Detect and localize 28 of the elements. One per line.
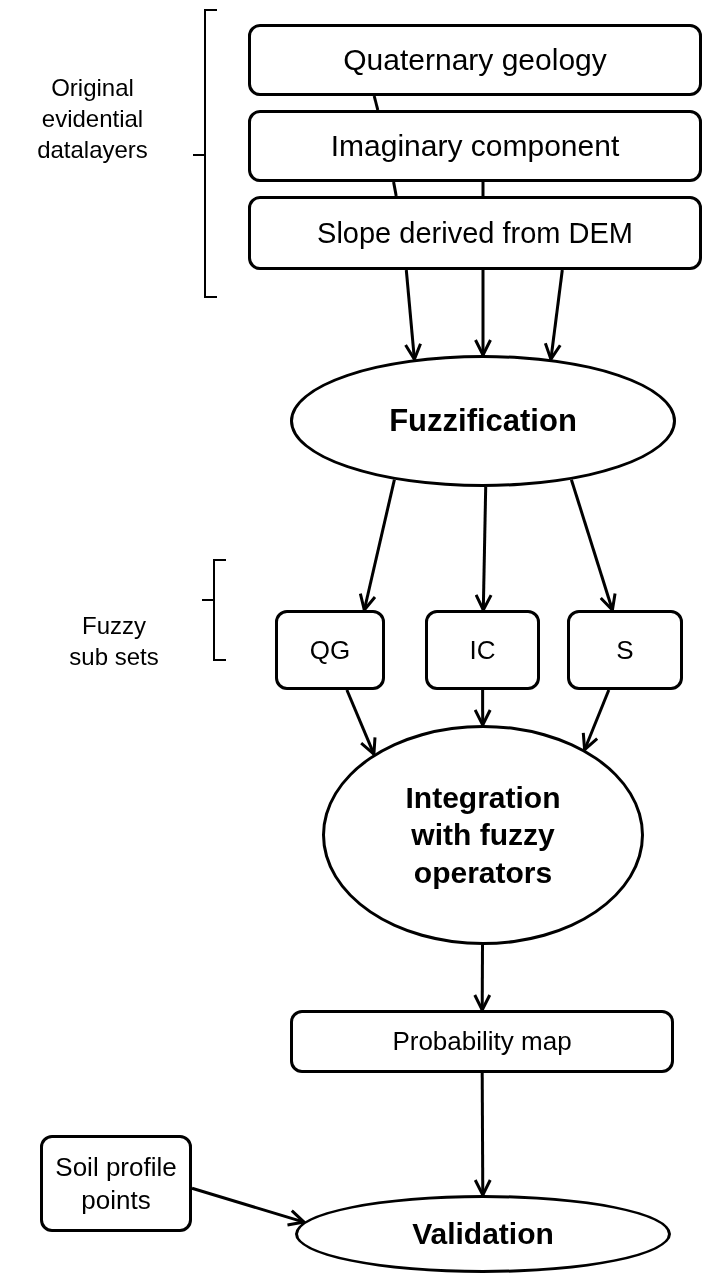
arrow (358, 479, 396, 612)
connector-line (372, 95, 380, 111)
arrow (191, 1186, 306, 1227)
connector-line (392, 181, 398, 197)
process-box: S (567, 610, 683, 690)
process-ellipse: Integration with fuzzy operators (322, 725, 644, 945)
process-box: QG (275, 610, 385, 690)
group-label: Fuzzy sub sets (68, 611, 160, 673)
process-box: Slope derived from DEM (248, 196, 702, 270)
connector-line (481, 182, 485, 196)
process-box: IC (425, 610, 540, 690)
arrow (473, 1073, 492, 1197)
arrow (473, 690, 492, 727)
arrow (345, 689, 377, 756)
process-box: Imaginary component (248, 110, 702, 182)
arrow (473, 945, 492, 1012)
process-box: Probability map (290, 1010, 674, 1073)
process-box: Soil profile points (40, 1135, 192, 1232)
process-ellipse: Validation (295, 1195, 671, 1273)
arrow (474, 486, 493, 612)
arrow (569, 479, 617, 612)
arrow (543, 269, 564, 361)
arrow (474, 270, 492, 357)
arrow (581, 689, 611, 752)
group-label: Original evidential datalayers (36, 73, 149, 166)
arrow (404, 269, 422, 361)
process-ellipse: Fuzzification (290, 355, 676, 487)
process-box: Quaternary geology (248, 24, 702, 96)
